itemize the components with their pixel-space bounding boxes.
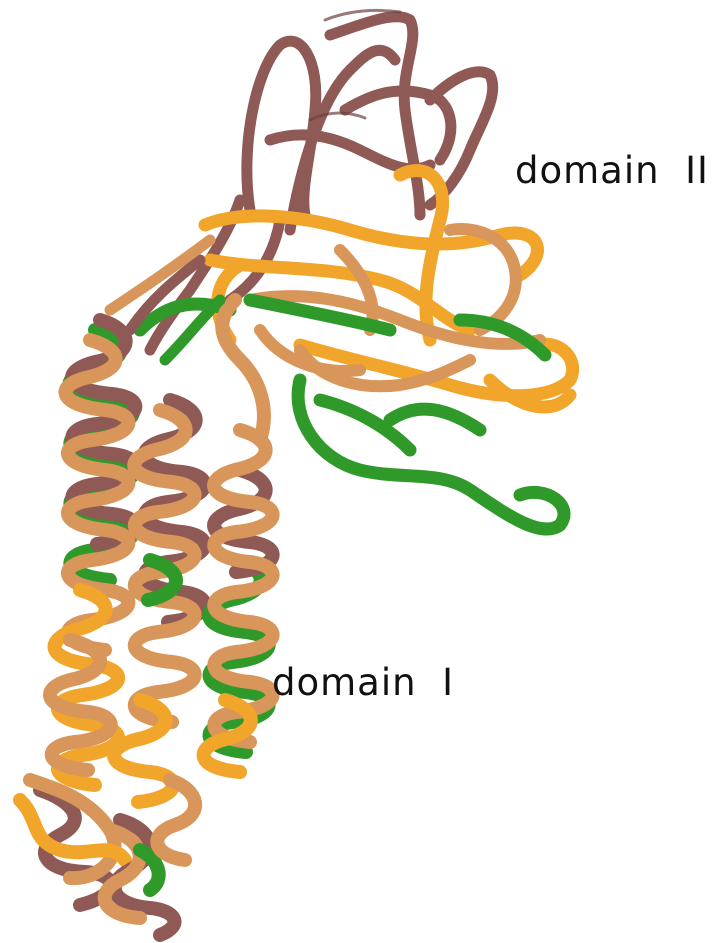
domain-1-label: domain I <box>272 664 454 701</box>
domain-1-helix-right <box>204 300 273 772</box>
domain-1-bottom-turns <box>20 780 195 935</box>
domain-1-helix-left <box>50 320 135 785</box>
domain-2-label: domain II <box>515 152 709 189</box>
